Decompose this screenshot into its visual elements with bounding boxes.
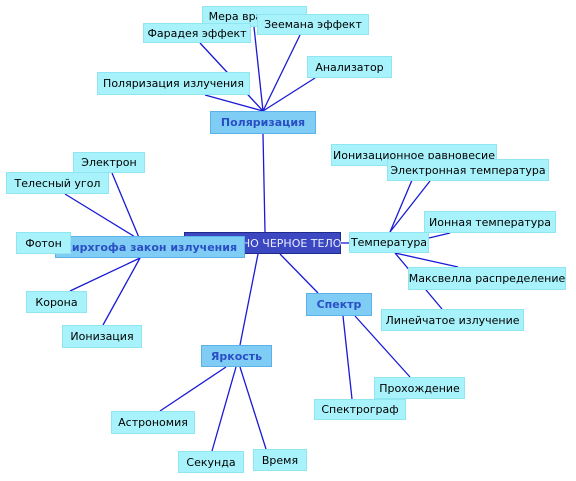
leaf-time[interactable]: Время — [253, 449, 307, 471]
connector-pol-to-rotation — [253, 26, 264, 112]
leaf-ion-temperature[interactable]: Ионная температура — [424, 211, 556, 233]
connector-bright-to-second — [211, 366, 237, 452]
leaf-faraday-effect[interactable]: Фарадея эффект — [143, 23, 251, 43]
leaf-corona[interactable]: Корона — [26, 291, 87, 313]
leaf-photon[interactable]: Фотон — [16, 232, 71, 254]
connector-kir-to-solid-angle — [64, 193, 141, 241]
connector-bright-to-astronomy — [159, 366, 227, 412]
hub-brightness[interactable]: Яркость — [201, 345, 272, 367]
connector-center-to-polarization — [262, 133, 266, 233]
connector-temp-to-electron-temp — [389, 180, 431, 233]
connector-pol-to-zeeman — [262, 34, 301, 112]
hub-polarization[interactable]: Поляризация — [210, 111, 316, 134]
connector-spec-to-transmission — [354, 315, 411, 378]
connector-bright-to-time — [239, 366, 267, 450]
connector-temp-to-ion-temp — [428, 232, 451, 239]
leaf-electron-temperature[interactable]: Электронная температура — [387, 159, 549, 181]
hub-kirchhoff[interactable]: Кирхгофа закон излучения — [55, 236, 245, 258]
connector-center-to-spectrum — [279, 253, 319, 294]
connector-pol-to-analyzer — [262, 77, 316, 112]
connector-kir-to-electron — [111, 172, 141, 241]
connector-kir-to-ionization — [102, 257, 141, 326]
hub-spectrum[interactable]: Спектр — [306, 293, 372, 316]
leaf-zeeman-effect[interactable]: Зеемана эффект — [257, 14, 369, 35]
connector-temp-to-maxwell — [394, 252, 459, 268]
connector-spec-to-spectrograph — [342, 315, 353, 400]
leaf-analyzer[interactable]: Анализатор — [307, 56, 392, 78]
hub-temperature[interactable]: Температура — [349, 232, 429, 253]
leaf-ionization[interactable]: Ионизация — [62, 325, 142, 348]
connector-center-to-brightness — [239, 253, 259, 346]
leaf-polarization-radiation[interactable]: Поляризация излучения — [97, 72, 250, 95]
connector-pol-to-radiation — [204, 94, 264, 112]
leaf-maxwell-distribution[interactable]: Максвелла распределение — [408, 267, 566, 290]
leaf-electron[interactable]: Электрон — [73, 152, 145, 173]
leaf-line-emission[interactable]: Линейчатое излучение — [381, 309, 524, 331]
leaf-transmission[interactable]: Прохождение — [374, 377, 465, 399]
leaf-second[interactable]: Секунда — [178, 451, 244, 473]
leaf-solid-angle[interactable]: Телесный угол — [6, 172, 109, 194]
leaf-astronomy[interactable]: Астрономия — [111, 411, 195, 434]
connector-kir-to-corona — [69, 257, 141, 292]
leaf-spectrograph[interactable]: Спектрограф — [314, 399, 406, 420]
